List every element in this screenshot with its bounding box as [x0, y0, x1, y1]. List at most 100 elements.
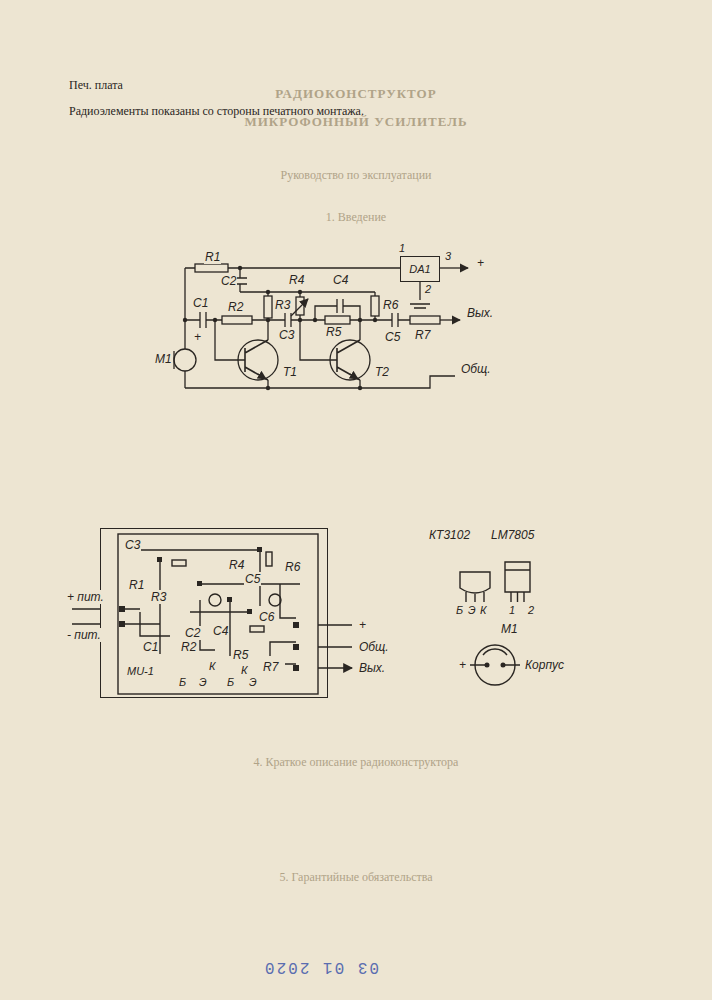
power-arrow: [440, 267, 468, 268]
schematic: [174, 264, 468, 390]
signal-name: Вых.: [466, 306, 494, 320]
trimmer-symbol: [296, 297, 304, 315]
pcb-pad: [119, 547, 299, 671]
pin-name: Б: [226, 676, 235, 688]
signal-name: + пит.: [66, 590, 105, 604]
junction-dot: [213, 318, 217, 322]
resistor-symbol: [410, 316, 440, 324]
bleed-through-title: РАДИОКОНСТРУКТОР: [274, 86, 437, 102]
junction-dot: [358, 318, 362, 322]
junction-dot: [373, 318, 377, 322]
pcb-pad: [247, 609, 252, 614]
capacitor-symbol: [200, 312, 206, 328]
part-name: R7: [414, 328, 431, 342]
signal-name: +: [358, 618, 367, 632]
part-name: C5: [244, 572, 261, 586]
part-type: LM7805: [490, 528, 535, 542]
pin-number: 3: [444, 250, 452, 262]
wire: [185, 376, 455, 388]
part-name: R6: [284, 560, 301, 574]
resistor-symbol: [222, 316, 252, 324]
part-name: C6: [258, 610, 275, 624]
pin-name: Б: [178, 676, 187, 688]
part-name: M1: [154, 352, 173, 366]
pin-number: 2: [424, 283, 432, 295]
signal-name: Общ.: [358, 640, 390, 654]
pcb-pad: [157, 557, 162, 562]
part-name: R5: [325, 325, 342, 339]
junction-dot: [266, 318, 270, 322]
transistor-symbol: [337, 340, 360, 380]
part-name: R4: [228, 558, 245, 572]
pcb-pad: [257, 547, 262, 552]
part-name: M1: [500, 622, 519, 636]
pcb-pad: [119, 606, 125, 612]
pcb-track: [122, 550, 300, 664]
part-name: R6: [382, 298, 399, 312]
part-name: R3: [150, 590, 167, 604]
junction-dot: [183, 266, 377, 390]
sheet-heading: Печ. плата: [68, 78, 124, 93]
part-name: R5: [232, 648, 249, 662]
wire: [360, 292, 410, 388]
date-stamp: 03 01 2020: [262, 958, 380, 976]
pcb-pad: [293, 644, 299, 650]
bleed-through-text: 5. Гарантийные обязательства: [278, 870, 433, 885]
package-drawings: [460, 562, 530, 685]
pin-name: К: [240, 664, 248, 676]
part-name: R3: [274, 298, 291, 312]
pin-number: 1: [508, 604, 516, 616]
pin-number: 1: [398, 242, 406, 254]
resistor-outline: [172, 560, 186, 566]
part-name: C4: [212, 624, 229, 638]
terminal-name: Корпус: [524, 658, 565, 672]
junction-dot: [238, 266, 242, 270]
part-name: C3: [278, 328, 295, 342]
pin-name: Э: [248, 676, 258, 688]
capacitor-symbol: [337, 299, 343, 313]
capacitor-symbol: [392, 313, 398, 327]
wire: [240, 268, 375, 292]
resistor-symbol: [371, 296, 379, 316]
capacitor-outline: [269, 594, 281, 606]
bleed-through-text: Руководство по эксплуатации: [279, 168, 432, 183]
microphone-package: [483, 649, 507, 655]
bleed-through-text: 1. Введение: [325, 210, 387, 225]
pin-name: Э: [467, 604, 477, 616]
resistor-outline: [250, 626, 264, 632]
microphone-lead: [470, 664, 520, 665]
microphone-symbol: [174, 349, 196, 371]
regulator-box: DA1: [400, 256, 440, 282]
part-name: R1: [204, 250, 221, 264]
resistor-symbol: [195, 264, 228, 272]
junction-dot: [266, 386, 270, 390]
part-name: R1: [128, 578, 145, 592]
pcb-pad: [227, 597, 232, 602]
transistor-symbol: [245, 340, 268, 380]
signal-name: Вых.: [358, 661, 386, 675]
bleed-through-title: МИКРОФОННЫЙ УСИЛИТЕЛЬ: [243, 114, 468, 130]
transistor-package: [460, 572, 490, 602]
emitter-arrow: [258, 374, 266, 379]
junction-dot: [298, 290, 302, 294]
wire: [185, 268, 400, 388]
pcb-pad: [293, 665, 299, 671]
resistor-symbol: [264, 296, 272, 318]
output-arrow: [440, 319, 460, 320]
microphone-terminal: [501, 663, 506, 668]
node-label: MU-1: [127, 665, 154, 678]
emitter-arrow: [350, 374, 358, 379]
pcb-layout: [72, 534, 352, 694]
pcb-board: MU-1: [100, 528, 328, 698]
trimmer-arrow: [291, 299, 308, 316]
regulator-package: [505, 562, 530, 602]
junction-dot: [358, 386, 362, 390]
part-name: R4: [288, 273, 305, 287]
signal-name: Общ.: [460, 362, 492, 376]
microphone-terminal: [485, 663, 490, 668]
signal-name: - пит.: [66, 628, 102, 642]
junction-dot: [183, 318, 187, 322]
microphone-terminal: [485, 663, 506, 668]
